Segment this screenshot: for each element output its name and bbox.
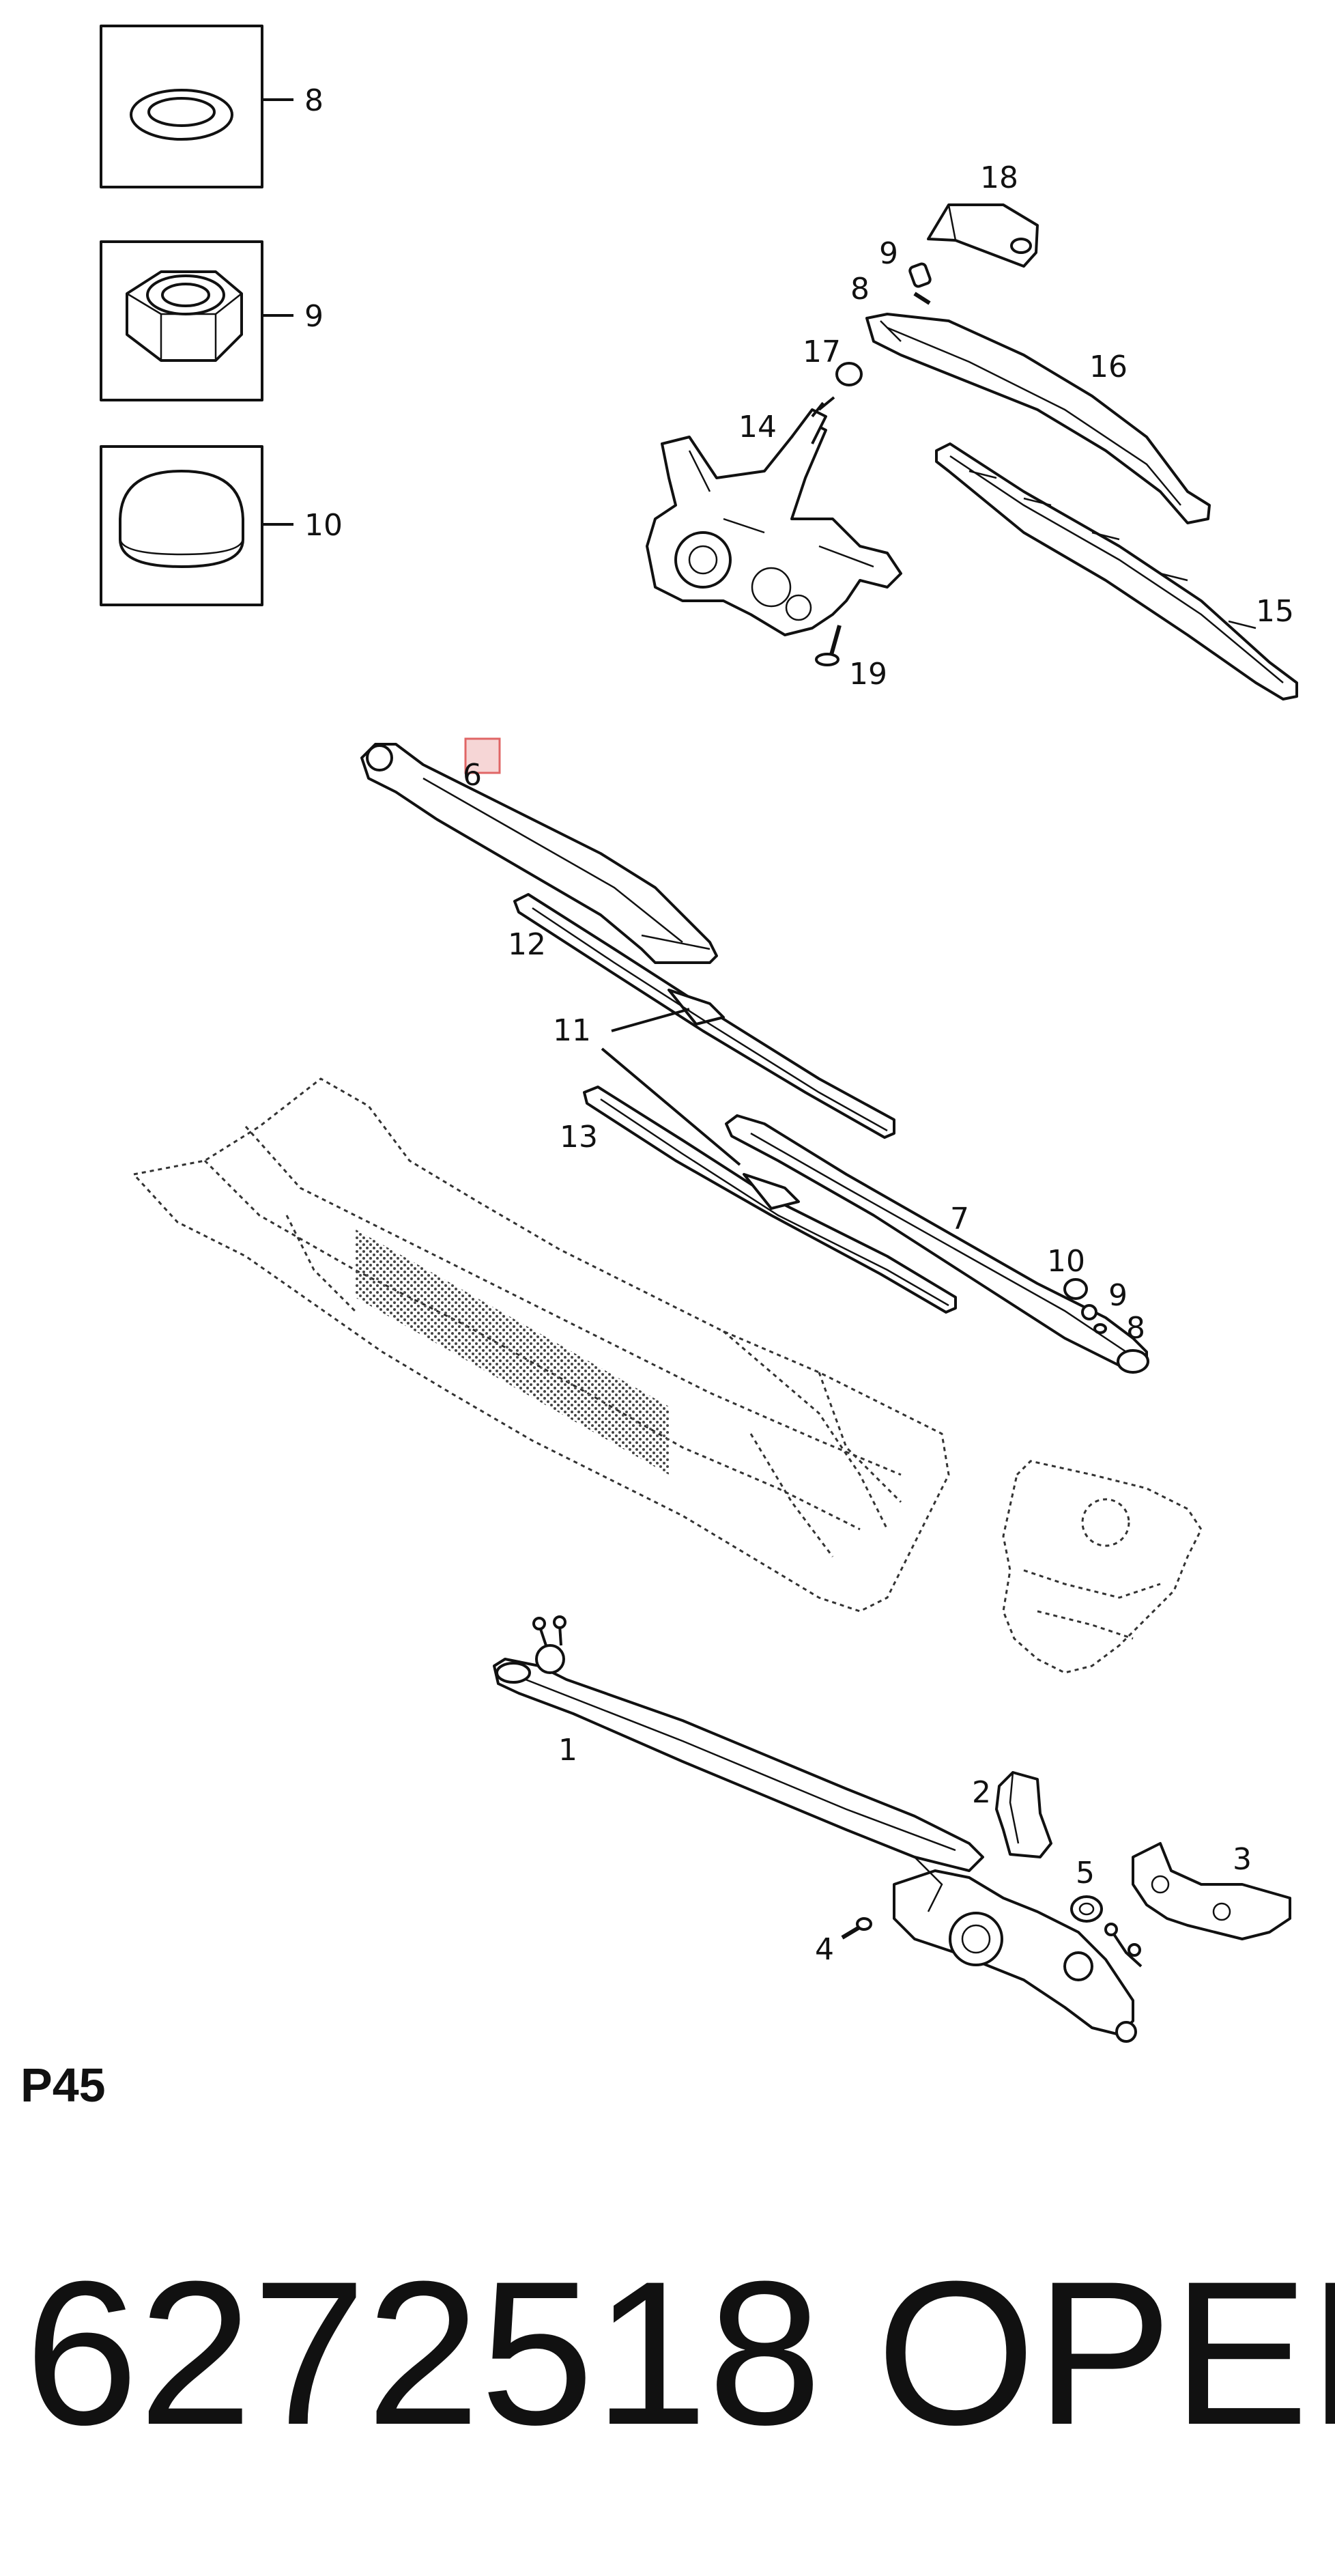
callout-7: 7 — [950, 1202, 969, 1236]
part-number: 6272518 — [25, 2238, 822, 2467]
front-washer-8 — [1093, 1323, 1107, 1334]
callout-10-detail: 10 — [304, 508, 343, 543]
highlight-marker — [464, 737, 501, 774]
rear-bolt-15 — [815, 625, 842, 666]
callout-13: 13 — [560, 1120, 598, 1155]
callout-11: 11 — [553, 1013, 591, 1048]
rear-wiper-cover-18 — [927, 203, 1039, 268]
wiper-linkage-1 — [493, 1615, 1143, 2043]
rear-wiper-arm-16 — [865, 313, 1211, 524]
page-code: P45 — [20, 2058, 106, 2112]
brand-name: OPEL — [876, 2238, 1335, 2467]
callout-2: 2 — [972, 1775, 991, 1810]
callout-8-detail: 8 — [304, 83, 324, 118]
callout-15: 19 — [849, 657, 887, 692]
front-cap-10 — [1063, 1278, 1088, 1300]
rear-wiper-motor-14 — [646, 396, 902, 636]
rear-cap-17 — [835, 362, 863, 386]
callout-18: 18 — [980, 160, 1018, 195]
front-wiper-arm-6 — [360, 743, 718, 964]
callout-6: 6 — [463, 758, 482, 793]
callout-12: 12 — [508, 927, 546, 962]
side-bracket-dashed — [1002, 1460, 1203, 1674]
wiper-blade-13 — [583, 1086, 957, 1314]
callout-14: 14 — [738, 410, 777, 444]
callout-5: 5 — [1076, 1856, 1095, 1891]
callout-9-front: 9 — [1108, 1278, 1128, 1313]
rear-washer-8 — [913, 292, 931, 305]
rear-wiper-blade-19 — [935, 442, 1298, 700]
rear-nut-9 — [908, 262, 932, 288]
callout-10-front: 10 — [1047, 1244, 1085, 1279]
callout-4: 4 — [815, 1932, 834, 1967]
callout-9-detail: 9 — [304, 299, 324, 334]
detail-box-washer: 8 — [100, 25, 324, 188]
bracket-2 — [995, 1771, 1052, 1858]
bolt-4 — [841, 1917, 872, 1940]
callout-8-front: 8 — [1126, 1311, 1145, 1346]
callout-1: 1 — [558, 1733, 577, 1768]
callout-3: 3 — [1233, 1842, 1252, 1877]
callout-16: 16 — [1089, 350, 1128, 384]
front-nut-9 — [1081, 1304, 1097, 1320]
callout-19: 15 — [1256, 594, 1294, 629]
callout-17: 17 — [803, 335, 841, 369]
grommet-5 — [1070, 1895, 1103, 1923]
detail-box-nut: 9 — [100, 240, 324, 401]
bracket-3 — [1132, 1842, 1291, 1940]
cowl-panel-dashed — [132, 1077, 950, 1613]
wiper-blade-12 — [513, 893, 895, 1139]
callout-9-rear: 9 — [879, 236, 898, 271]
detail-box-cap: 10 — [100, 445, 343, 606]
front-wiper-arm-7 — [725, 1114, 1149, 1374]
callout-8-rear: 8 — [850, 272, 870, 307]
